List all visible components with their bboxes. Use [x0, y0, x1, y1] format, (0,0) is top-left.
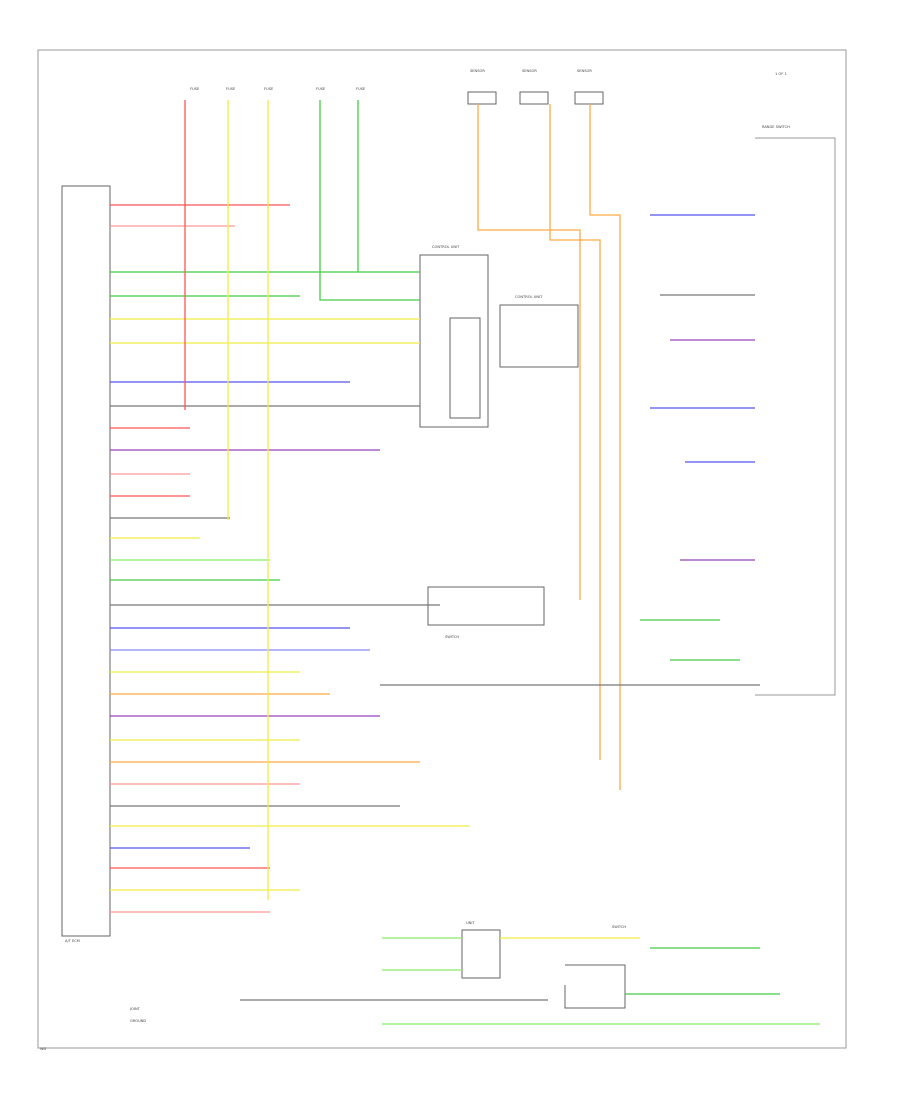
sensor-label-3: SENSOR [577, 69, 592, 73]
bottom-note-2: GROUND [130, 1019, 146, 1023]
control-unit-2-label: CONTROL UNIT [515, 295, 543, 299]
bottom-note-1: JOINT [129, 1007, 141, 1011]
bottom-unit-box [461, 929, 501, 979]
sensor-label-1: SENSOR [470, 69, 485, 73]
footer-code: WD [40, 1047, 47, 1051]
wire-sensor-2 [549, 104, 601, 760]
wire-sensor-1 [477, 104, 581, 600]
sensor-label-2: SENSOR [522, 69, 537, 73]
relay-unit-label: CONTROL UNIT [432, 245, 460, 249]
sensor-box-1 [467, 91, 497, 105]
diagram-frame [37, 49, 847, 1049]
left-connector-label: A/T ECM [65, 939, 80, 943]
fuse-label-3: FUSE [264, 87, 274, 91]
sensor-box-3 [574, 91, 604, 105]
page-indicator: 1 OF 1 [775, 72, 787, 76]
position-switch-box [564, 964, 626, 1009]
fuse-label-1: FUSE [190, 87, 200, 91]
switch-module-box [427, 586, 545, 626]
right-module-label: RANGE SWITCH [762, 125, 790, 129]
wire-sensor-3 [589, 104, 621, 790]
control-unit-2-box [499, 304, 579, 368]
fuse-label-4: FUSE [316, 87, 326, 91]
switch-module-label: SWITCH [445, 635, 459, 639]
fuse-label-5: FUSE [356, 87, 366, 91]
right-component-block [755, 137, 836, 696]
relay-unit-box [419, 254, 489, 428]
sensor-box-2 [519, 91, 549, 105]
left-connector-block [61, 185, 111, 937]
bottom-unit-label: UNIT [466, 921, 475, 925]
fuse-label-2: FUSE [226, 87, 236, 91]
relay-unit-inner [449, 317, 481, 419]
wire-fuse-4 [319, 100, 420, 301]
wire-group [110, 100, 820, 1025]
position-switch-label: SWITCH [612, 925, 626, 929]
